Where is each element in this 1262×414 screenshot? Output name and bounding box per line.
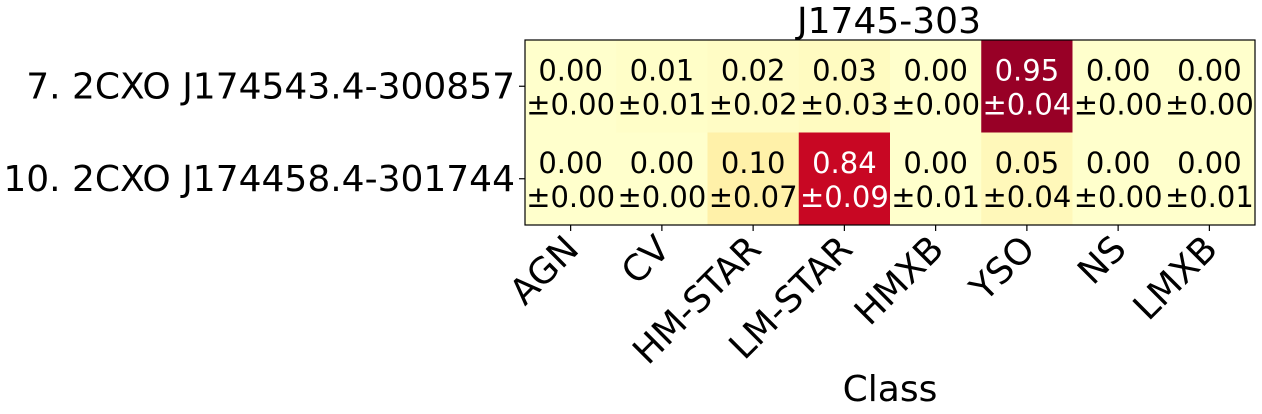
heatmap-cell <box>707 40 800 133</box>
y-axis-ticks: 7. 2CXO J174543.4-300857 10. 2CXO J174458… <box>3 66 525 200</box>
x-tick-label: AGN <box>502 228 587 313</box>
cell-error-label: ±0.07 <box>709 180 798 214</box>
cell-error-label: ±0.00 <box>1074 180 1163 214</box>
cell-error-label: ±0.01 <box>891 180 980 214</box>
cell-error-label: ±0.02 <box>709 87 798 121</box>
cell-value-label: 0.00 <box>538 53 603 87</box>
cell-error-label: ±0.03 <box>800 87 889 121</box>
plot-frame <box>524 39 1256 226</box>
cell-value-label: 0.95 <box>995 53 1060 87</box>
cell-error-label: ±0.01 <box>1165 180 1254 214</box>
cell-error-label: ±0.04 <box>982 180 1071 214</box>
heatmap-cell <box>525 40 617 133</box>
cell-labels: 0.00±0.000.01±0.010.02±0.020.03±0.030.00… <box>526 53 1254 214</box>
x-tick-label: LMXB <box>1126 228 1226 328</box>
cell-error-label: ±0.04 <box>982 87 1071 121</box>
heatmap-cell <box>616 132 708 226</box>
x-tick-label: YSO <box>962 228 1043 309</box>
cell-error-label: ±0.00 <box>617 180 706 214</box>
heatmap-cell <box>890 132 982 226</box>
cell-value-label: 0.00 <box>1177 53 1242 87</box>
cell-value-label: 0.00 <box>1177 146 1242 180</box>
heatmap-cell <box>616 40 708 133</box>
x-axis-label: Class <box>843 369 938 410</box>
cell-value-label: 0.00 <box>903 146 968 180</box>
cell-value-label: 0.00 <box>1086 146 1151 180</box>
cell-error-label: ±0.01 <box>617 87 706 121</box>
cell-error-label: ±0.09 <box>800 180 889 214</box>
cell-error-label: ±0.00 <box>1165 87 1254 121</box>
heatmap-cell <box>890 40 982 133</box>
heatmap-cell <box>798 132 891 226</box>
heatmap-cell <box>1163 132 1256 226</box>
cell-value-label: 0.00 <box>630 146 695 180</box>
cell-value-label: 0.00 <box>538 146 603 180</box>
cell-value-label: 0.00 <box>1086 53 1151 87</box>
chart-title: J1745-303 <box>795 1 981 42</box>
heatmap-cell <box>1163 40 1256 133</box>
cell-value-label: 0.84 <box>812 146 877 180</box>
heatmap-cells <box>525 40 1256 226</box>
cell-value-label: 0.03 <box>812 53 877 87</box>
cell-value-label: 0.01 <box>630 53 695 87</box>
cell-value-label: 0.02 <box>721 53 786 87</box>
cell-error-label: ±0.00 <box>526 87 615 121</box>
x-tick-label: NS <box>1070 228 1134 292</box>
cell-value-label: 0.10 <box>721 146 786 180</box>
cell-value-label: 0.00 <box>903 53 968 87</box>
heatmap-cell <box>981 40 1073 133</box>
x-tick-label: CV <box>614 228 678 292</box>
heatmap-cell <box>525 132 617 226</box>
heatmap-cell <box>798 40 891 133</box>
heatmap-cell <box>707 132 800 226</box>
y-tick-label: 7. 2CXO J174543.4-300857 <box>26 66 515 107</box>
cell-error-label: ±0.00 <box>1074 87 1163 121</box>
cell-error-label: ±0.00 <box>526 180 615 214</box>
cell-value-label: 0.05 <box>995 146 1060 180</box>
heatmap-cell <box>1072 132 1165 226</box>
heatmap-cell <box>981 132 1073 226</box>
heatmap-cell <box>1072 40 1165 133</box>
cell-error-label: ±0.00 <box>891 87 980 121</box>
x-tick-label: HMXB <box>847 228 952 333</box>
y-tick-label: 10. 2CXO J174458.4-301744 <box>3 159 515 200</box>
